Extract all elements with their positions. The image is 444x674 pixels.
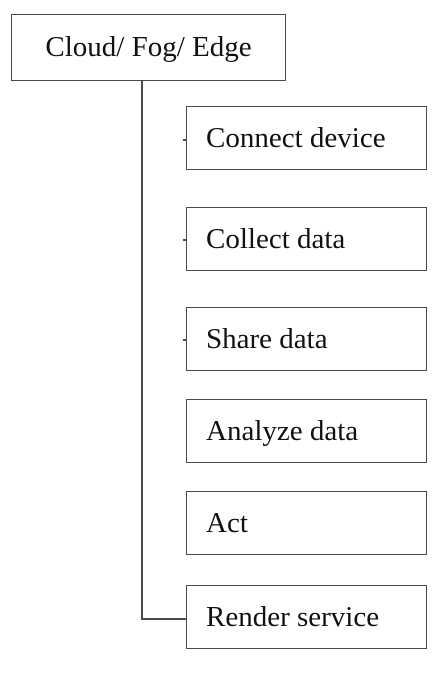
step-node-label: Render service [206,600,380,633]
connector-trunk-line [141,81,143,619]
root-node-label: Cloud/ Fog/ Edge [45,31,252,63]
step-node-connect-device: Connect device [186,106,427,170]
connector-tick [183,139,187,141]
connector-branch-line [141,618,186,620]
root-node-box: Cloud/ Fog/ Edge [11,14,286,81]
step-node-share-data: Share data [186,307,427,371]
step-node-analyze-data: Analyze data [186,399,427,463]
step-node-collect-data: Collect data [186,207,427,271]
step-node-act: Act [186,491,427,555]
step-node-label: Collect data [206,222,346,255]
step-node-label: Connect device [206,121,386,154]
connector-tick [183,239,187,241]
step-node-render-service: Render service [186,585,427,649]
step-node-label: Analyze data [206,414,359,447]
step-node-label: Act [206,506,248,539]
step-node-label: Share data [206,322,328,355]
connector-tick [183,339,187,341]
